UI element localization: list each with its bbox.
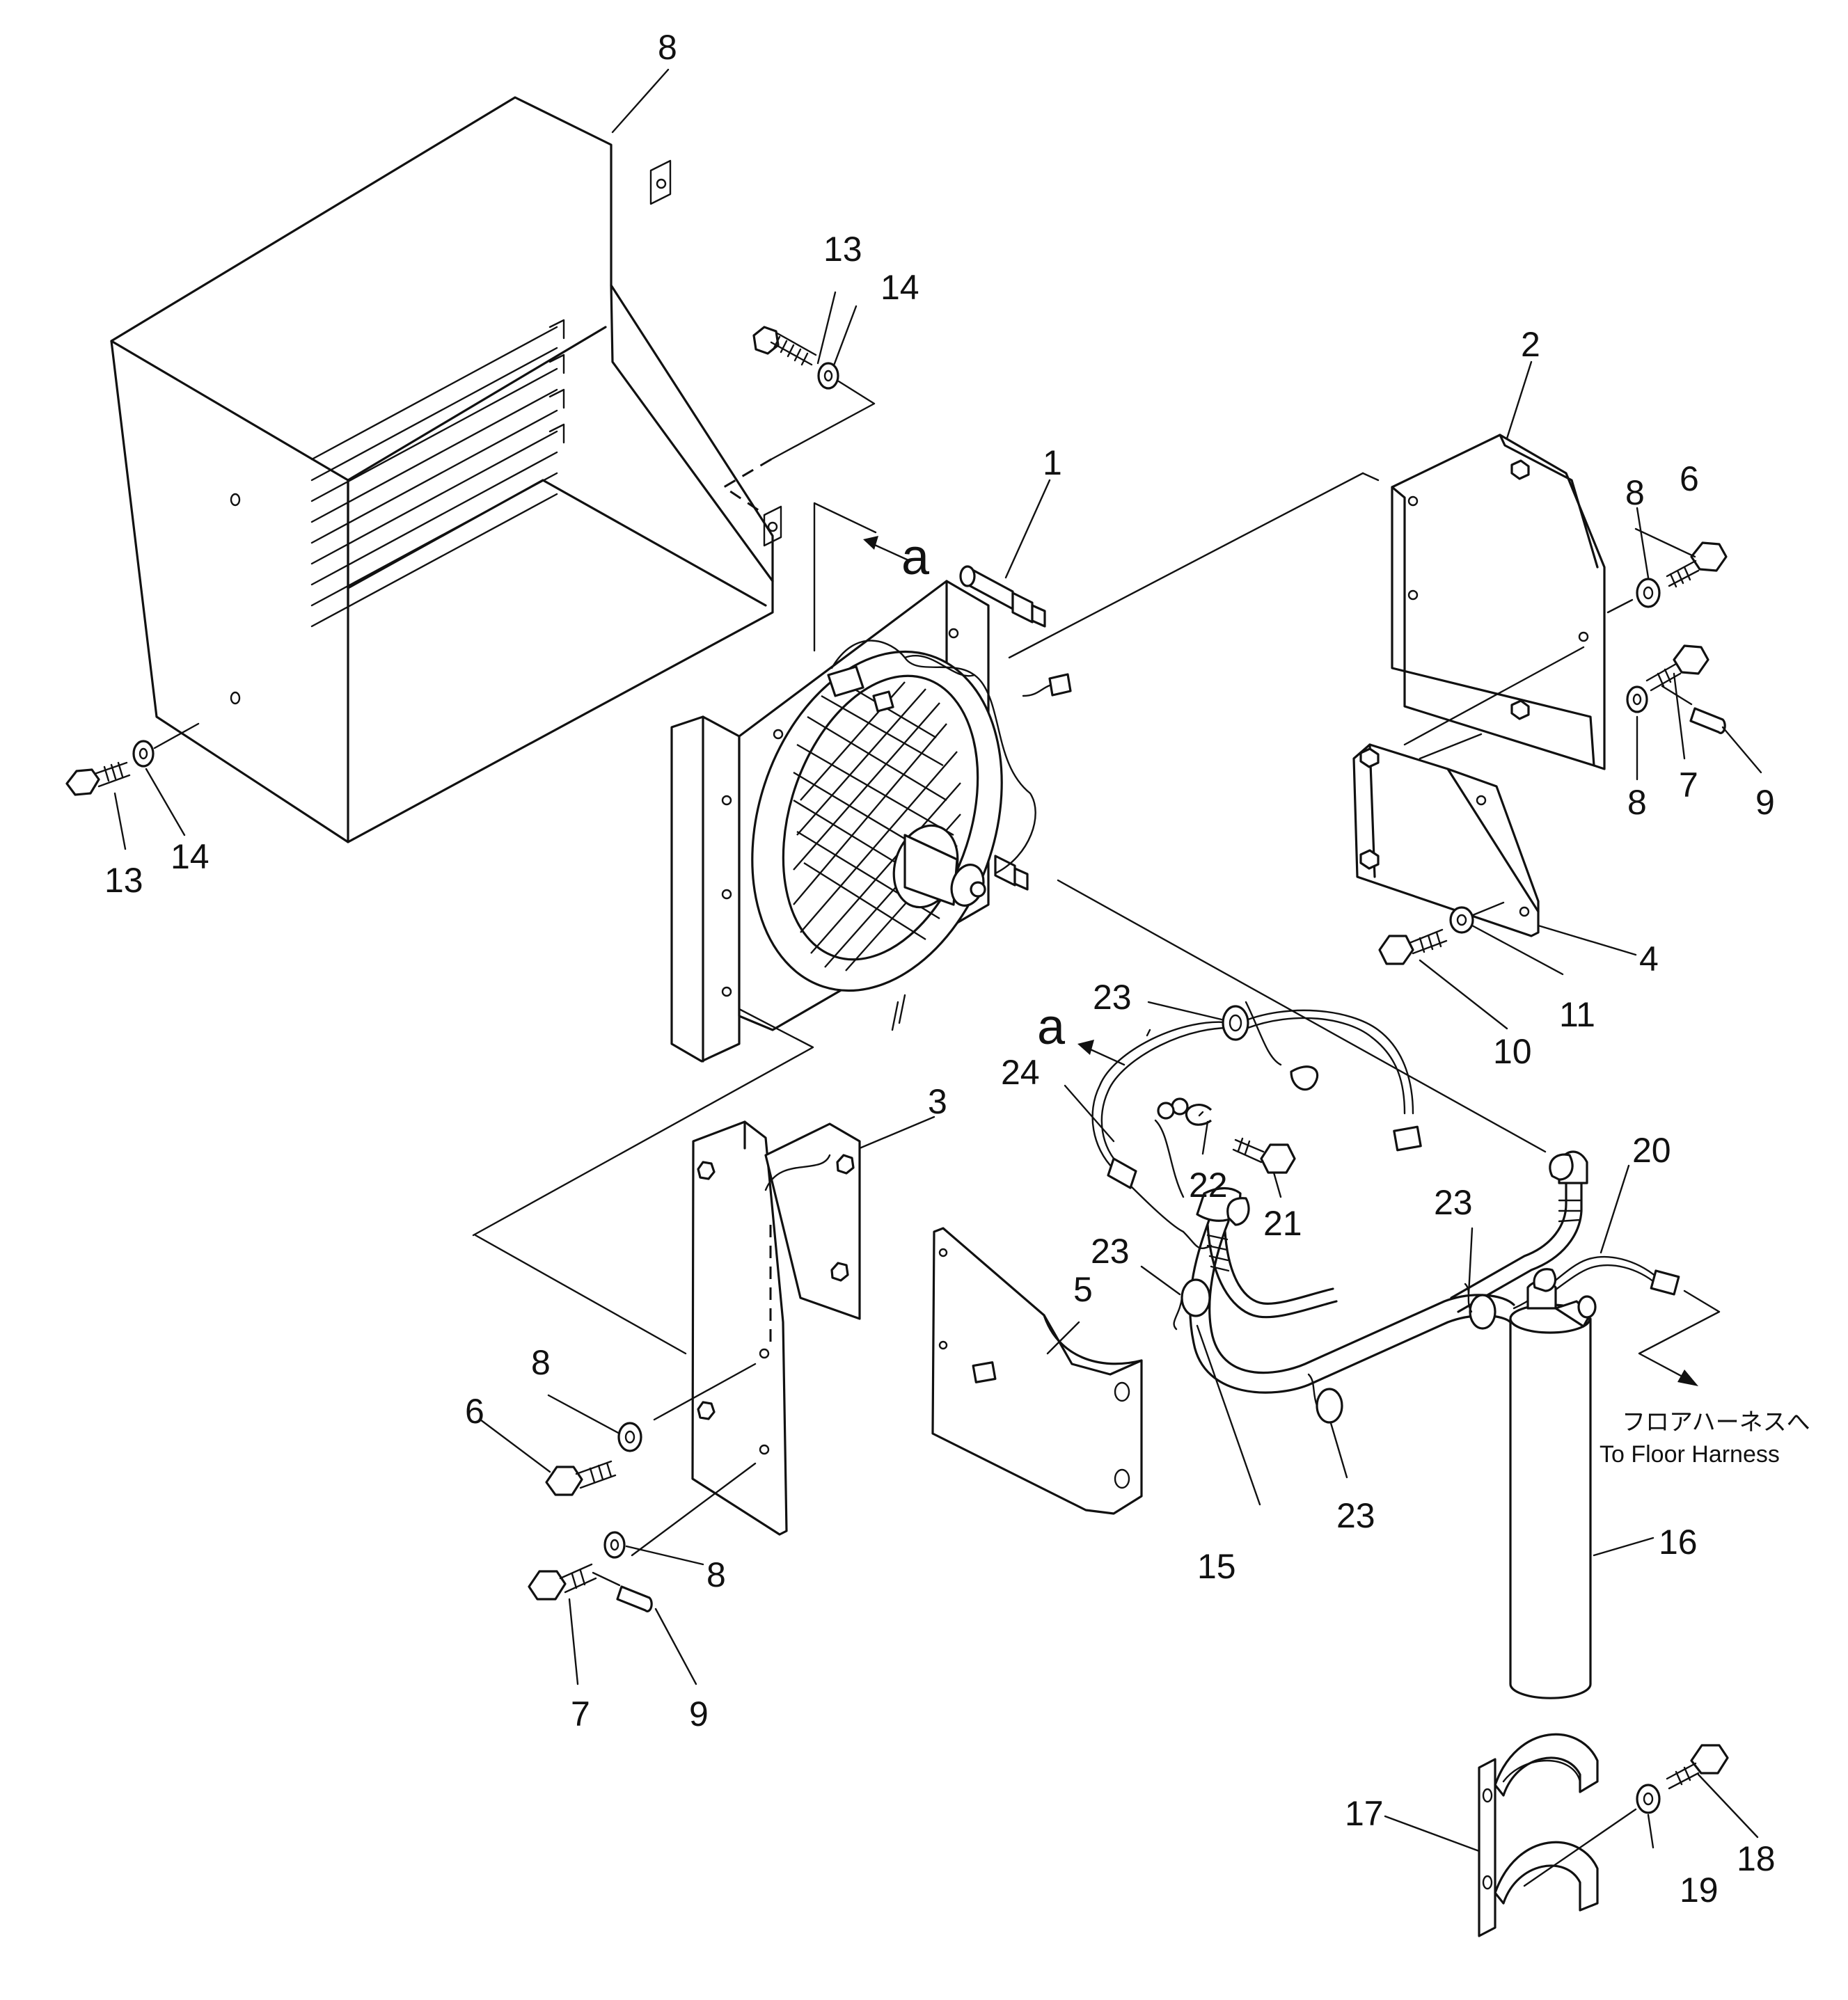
callout-17: 17 <box>1345 1794 1384 1833</box>
bolt-6-right <box>1666 541 1728 588</box>
bolt-6-left <box>545 1460 617 1496</box>
callout-22: 22 <box>1189 1166 1228 1205</box>
callout-18: 18 <box>1737 1839 1776 1878</box>
callout-2: 2 <box>1521 325 1540 364</box>
callout-14-lower: 14 <box>171 837 210 876</box>
hose-part-20 <box>1450 1150 1680 1318</box>
drier-bracket-part-17 <box>1478 1733 1599 1937</box>
condenser-inlet-fitting <box>959 565 1046 628</box>
leader-lines <box>113 68 1762 1852</box>
callout-8-left-lower: 8 <box>706 1555 726 1594</box>
callout-9-right: 9 <box>1755 783 1775 822</box>
fan-motor <box>892 824 986 909</box>
washer-19 <box>1636 1784 1661 1814</box>
washer-8-right-upper <box>1636 578 1661 608</box>
callout-13-lower: 13 <box>104 861 143 900</box>
view-marker-a-top: a <box>901 530 930 585</box>
clamps-part-23 <box>1173 1278 1496 1424</box>
washer-11 <box>1449 906 1474 934</box>
washer-14-upper <box>817 362 839 390</box>
bolt-13-upper <box>752 326 817 366</box>
bolt-18 <box>1666 1744 1729 1790</box>
pin-9-right <box>1689 707 1726 734</box>
bracket-part-2 <box>1391 434 1606 770</box>
callout-15: 15 <box>1197 1547 1236 1586</box>
callout-8-right-lower: 8 <box>1627 783 1647 822</box>
callout-23-bottom: 23 <box>1336 1496 1375 1535</box>
callout-12: 8 <box>658 28 677 67</box>
callout-21: 21 <box>1263 1204 1302 1243</box>
washer-8-right-lower <box>1626 685 1648 713</box>
eyelet-terminal-22 <box>1185 1104 1213 1126</box>
pin-9-left <box>616 1585 653 1612</box>
callout-3: 3 <box>928 1082 947 1121</box>
floor-harness-note-jp: フロアハーネスへ <box>1622 1409 1810 1436</box>
callout-9-left: 9 <box>689 1695 709 1733</box>
callout-8-right-upper: 8 <box>1625 473 1645 512</box>
view-arrow-a-top: a <box>863 530 930 585</box>
callout-19: 19 <box>1680 1871 1719 1910</box>
callout-23-right: 23 <box>1434 1183 1473 1222</box>
callout-10: 10 <box>1493 1032 1532 1071</box>
washer-8-left-lower <box>603 1531 626 1559</box>
callout-6-right: 6 <box>1680 459 1699 498</box>
callout-14-upper: 14 <box>880 268 919 307</box>
callout-5: 5 <box>1073 1270 1093 1309</box>
callout-16: 16 <box>1659 1523 1698 1562</box>
callout-11: 11 <box>1559 995 1595 1034</box>
bolt-21 <box>1232 1137 1296 1174</box>
callout-23-top: 23 <box>1093 978 1132 1017</box>
receiver-drier-part-16 <box>1509 1268 1597 1699</box>
callout-24: 24 <box>1001 1053 1040 1092</box>
bolt-7-left <box>528 1563 597 1601</box>
callout-8-left-upper: 8 <box>531 1343 551 1382</box>
callout-13-upper: 13 <box>823 230 862 269</box>
callout-7-right: 7 <box>1679 765 1698 804</box>
view-arrow-a-bottom: a <box>1037 999 1126 1066</box>
condenser-outlet-fitting <box>994 855 1029 891</box>
view-marker-a-bottom: a <box>1037 999 1066 1055</box>
grommet-23-top <box>1222 1005 1249 1041</box>
bolt-13-lower <box>65 761 131 796</box>
callout-6-left: 6 <box>465 1392 484 1431</box>
bolt-7-right <box>1645 644 1709 692</box>
bolt-10 <box>1378 928 1448 965</box>
callout-23-mid: 23 <box>1091 1232 1130 1271</box>
bracket-part-4 <box>1352 743 1540 937</box>
bracket-part-5 <box>931 1227 1143 1515</box>
callout-numbers: 8 13 14 1 2 8 6 8 7 9 4 11 10 13 14 23 2… <box>104 28 1776 1910</box>
cover-louvres <box>310 319 565 628</box>
floor-harness-note-en: To Floor Harness <box>1600 1441 1780 1468</box>
callout-1: 1 <box>1043 443 1062 482</box>
fan-grille <box>782 674 979 971</box>
callout-7-left: 7 <box>571 1695 590 1733</box>
callout-20: 20 <box>1632 1131 1671 1170</box>
wire-harness-part-24 <box>1091 1001 1422 1250</box>
callout-4: 4 <box>1639 939 1659 978</box>
washer-14-lower <box>132 740 155 768</box>
washer-8-left-upper <box>617 1422 642 1452</box>
bracket-part-3 <box>691 1120 861 1536</box>
condenser-fan-assembly-part-1 <box>670 565 1072 1063</box>
cover-part-12 <box>110 96 782 843</box>
